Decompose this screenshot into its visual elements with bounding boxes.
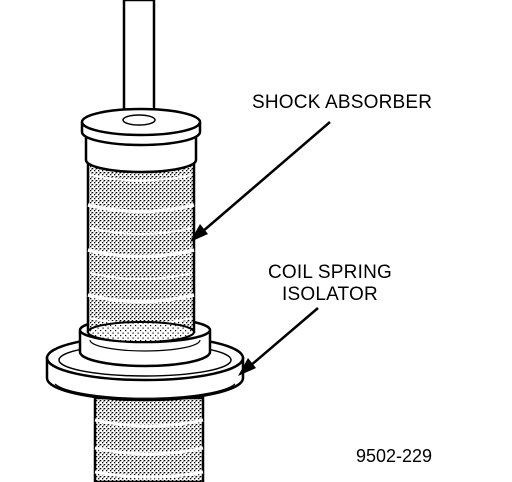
lower-shock-body: [93, 396, 205, 482]
figure-number: 9502-229: [356, 446, 432, 466]
shock-absorber-label: SHOCK ABSORBER: [252, 92, 432, 113]
piston-rod: [122, 0, 156, 126]
isolator-label: ISOLATOR: [282, 284, 378, 305]
coil-spring-label: COIL SPRING: [268, 262, 392, 283]
shock-body: [86, 158, 196, 343]
isolator-leader-arrow: [238, 307, 319, 376]
top-cap: [80, 107, 202, 174]
shock-absorber-leader-arrow: [190, 121, 331, 242]
